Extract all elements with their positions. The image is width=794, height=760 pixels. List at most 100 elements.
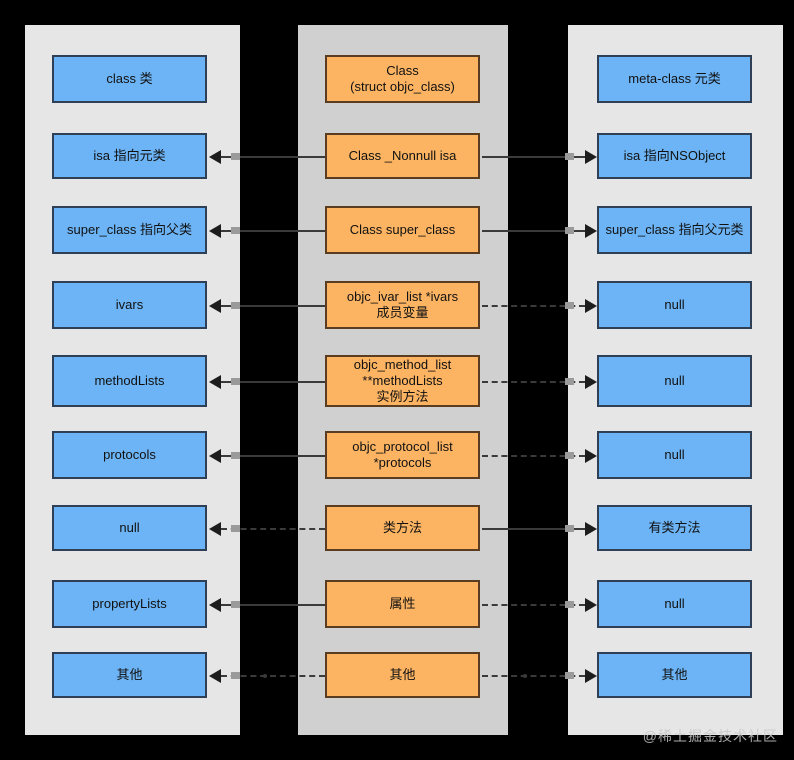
arrowhead-left-icon <box>209 224 221 238</box>
edge-stub-icon <box>231 525 240 532</box>
arrowhead-right-icon <box>585 669 597 683</box>
node-other-struct-label: 其他 <box>389 667 416 683</box>
node-protocols-meta-class-label: null <box>664 447 685 463</box>
node-method-lists-class: methodLists <box>52 355 207 407</box>
edge-super-class-to-class <box>221 230 325 232</box>
node-class-methods-meta-class-label: 有类方法 <box>648 520 701 536</box>
node-property-lists-meta-class: null <box>597 580 752 628</box>
edge-property-lists-to-meta-class <box>482 604 585 606</box>
edge-other-to-class <box>221 674 325 678</box>
edge-isa-to-class <box>221 156 325 158</box>
node-method-lists-class-label: methodLists <box>94 373 165 389</box>
node-isa-struct: Class _Nonnull isa <box>325 133 480 179</box>
node-method-lists-meta-class-label: null <box>664 373 685 389</box>
edge-stub-icon <box>565 302 574 309</box>
edge-ivars-to-class <box>221 305 325 307</box>
edge-class-methods-to-meta-class <box>482 528 585 530</box>
edge-method-lists-to-meta-class <box>482 381 585 383</box>
arrowhead-left-icon <box>209 522 221 536</box>
node-property-lists-class: propertyLists <box>52 580 207 628</box>
node-isa-struct-label: Class _Nonnull isa <box>348 148 457 164</box>
node-ivars-meta-class: null <box>597 281 752 329</box>
edge-protocols-to-meta-class <box>482 455 585 457</box>
arrowhead-right-icon <box>585 150 597 164</box>
edge-stub-icon <box>231 153 240 160</box>
arrowhead-left-icon <box>209 449 221 463</box>
edge-stub-icon <box>231 601 240 608</box>
edge-stub-icon <box>565 452 574 459</box>
node-ivars-class: ivars <box>52 281 207 329</box>
node-property-lists-struct-label: 属性 <box>389 596 416 612</box>
edge-method-lists-to-class <box>221 381 325 383</box>
arrowhead-right-icon <box>585 449 597 463</box>
node-property-lists-class-label: propertyLists <box>92 596 167 612</box>
edge-protocols-to-class <box>221 455 325 457</box>
node-class-methods-meta-class: 有类方法 <box>597 505 752 551</box>
node-super-class-class: super_class 指向父类 <box>52 206 207 254</box>
node-method-lists-meta-class: null <box>597 355 752 407</box>
arrowhead-right-icon <box>585 375 597 389</box>
node-protocols-meta-class: null <box>597 431 752 479</box>
node-super-class-meta-class: super_class 指向父元类 <box>597 206 752 254</box>
node-property-lists-struct: 属性 <box>325 580 480 628</box>
node-other-meta-class: 其他 <box>597 652 752 698</box>
watermark: @稀土掘金技术社区 <box>642 728 778 744</box>
edge-stub-icon <box>231 378 240 385</box>
node-super-class-class-label: super_class 指向父类 <box>67 222 192 238</box>
node-other-class-label: 其他 <box>116 667 143 683</box>
node-class-methods-struct-label: 类方法 <box>382 520 422 536</box>
node-class-methods-struct: 类方法 <box>325 505 480 551</box>
node-super-class-struct: Class super_class <box>325 206 480 254</box>
edge-stub-icon <box>231 672 240 679</box>
edge-stub-icon <box>565 378 574 385</box>
edge-stub-icon <box>565 601 574 608</box>
arrowhead-right-icon <box>585 522 597 536</box>
arrowhead-left-icon <box>209 669 221 683</box>
node-other-class: 其他 <box>52 652 207 698</box>
edge-ivars-to-meta-class <box>482 305 585 307</box>
node-header-struct: Class(struct objc_class) <box>325 55 480 103</box>
node-header-meta-class-label: meta-class 元类 <box>628 71 721 87</box>
arrowhead-right-icon <box>585 299 597 313</box>
node-isa-class: isa 指向元类 <box>52 133 207 179</box>
edge-stub-icon <box>565 227 574 234</box>
edge-property-lists-to-class <box>221 604 325 606</box>
node-ivars-class-label: ivars <box>115 297 144 313</box>
arrowhead-left-icon <box>209 299 221 313</box>
edge-stub-icon <box>231 452 240 459</box>
edge-stub-icon <box>565 153 574 160</box>
node-header-struct-label: Class(struct objc_class) <box>350 63 455 94</box>
node-other-meta-class-label: 其他 <box>661 667 688 683</box>
arrowhead-right-icon <box>585 224 597 238</box>
edge-stub-icon <box>565 525 574 532</box>
node-super-class-struct-label: Class super_class <box>349 222 456 238</box>
node-property-lists-meta-class-label: null <box>664 596 685 612</box>
arrowhead-left-icon <box>209 375 221 389</box>
node-protocols-struct: objc_protocol_list*protocols <box>325 431 480 479</box>
node-class-methods-class-label: null <box>119 520 140 536</box>
node-header-class: class 类 <box>52 55 207 103</box>
node-other-struct: 其他 <box>325 652 480 698</box>
edge-stub-icon <box>231 227 240 234</box>
node-ivars-meta-class-label: null <box>664 297 685 313</box>
node-protocols-struct-label: objc_protocol_list*protocols <box>352 439 453 470</box>
node-class-methods-class: null <box>52 505 207 551</box>
edge-class-methods-to-class <box>221 528 325 530</box>
edge-other-to-meta-class <box>482 674 585 678</box>
node-protocols-class: protocols <box>52 431 207 479</box>
arrowhead-right-icon <box>585 598 597 612</box>
node-isa-class-label: isa 指向元类 <box>93 148 166 164</box>
arrowhead-left-icon <box>209 598 221 612</box>
edge-isa-to-meta-class <box>482 156 585 158</box>
node-super-class-meta-class-label: super_class 指向父元类 <box>605 222 744 238</box>
node-protocols-class-label: protocols <box>103 447 156 463</box>
node-header-meta-class: meta-class 元类 <box>597 55 752 103</box>
node-isa-meta-class: isa 指向NSObject <box>597 133 752 179</box>
node-header-class-label: class 类 <box>106 71 153 87</box>
edge-super-class-to-meta-class <box>482 230 585 232</box>
